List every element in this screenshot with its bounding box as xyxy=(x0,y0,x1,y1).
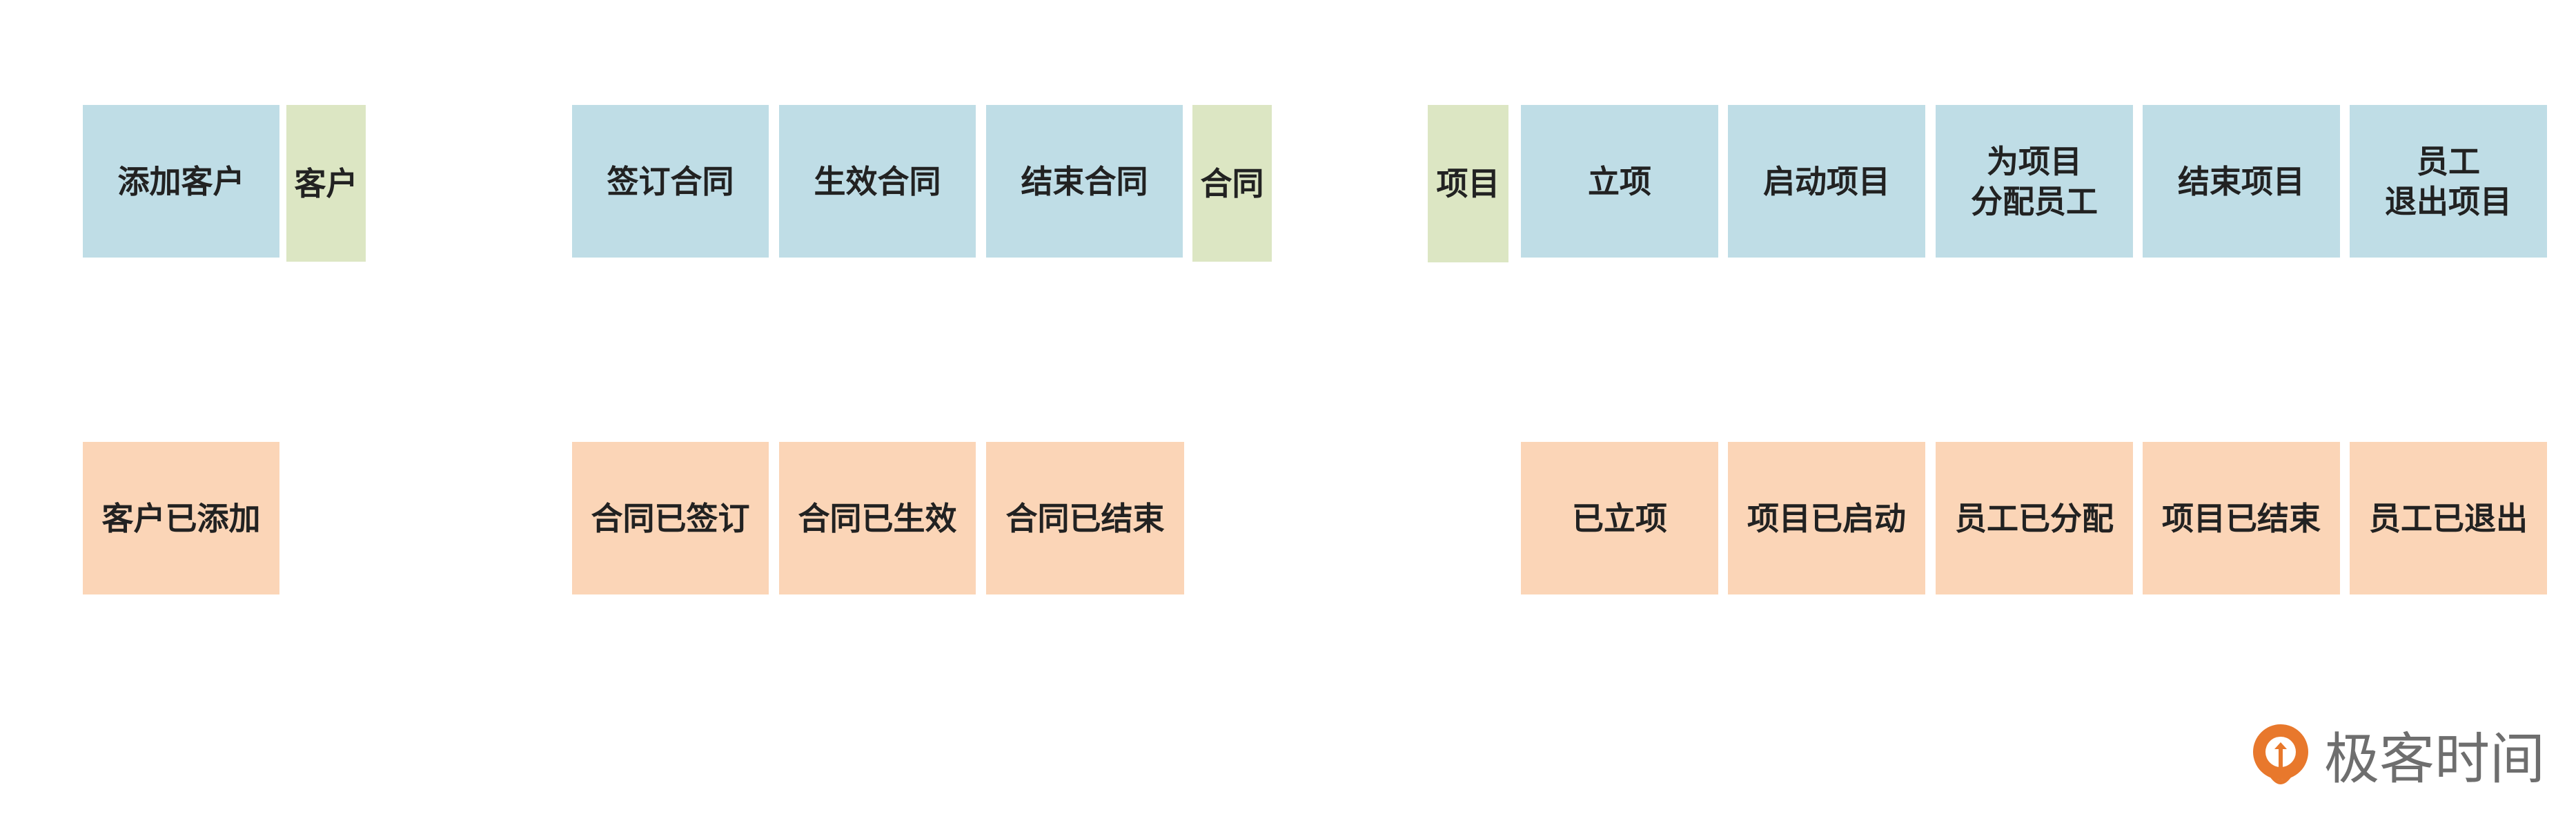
geektime-logo: 极客时间 xyxy=(2248,722,2552,797)
logo-text: 极客时间 xyxy=(2324,727,2545,791)
event-contract-signed: 合同已签订 xyxy=(572,442,769,594)
command-end-contract: 结束合同 xyxy=(986,105,1183,258)
command-employee-exit-project: 员工 退出项目 xyxy=(2350,105,2547,258)
event-contract-effected: 合同已生效 xyxy=(779,442,976,594)
command-assign-employee: 为项目 分配员工 xyxy=(1936,105,2133,258)
event-project-started: 项目已启动 xyxy=(1728,442,1925,594)
geektime-logo-icon xyxy=(2253,724,2308,784)
event-employee-assigned: 员工已分配 xyxy=(1936,442,2133,594)
command-establish-project: 立项 xyxy=(1521,105,1718,258)
event-contract-ended: 合同已结束 xyxy=(986,442,1184,594)
command-effect-contract: 生效合同 xyxy=(779,105,976,258)
command-add-customer: 添加客户 xyxy=(83,105,279,258)
event-project-ended: 项目已结束 xyxy=(2143,442,2340,594)
command-start-project: 启动项目 xyxy=(1728,105,1925,258)
event-project-established: 已立项 xyxy=(1521,442,1718,594)
aggregate-customer: 客户 xyxy=(286,105,366,262)
command-sign-contract: 签订合同 xyxy=(572,105,769,258)
aggregate-contract: 合同 xyxy=(1192,105,1272,262)
event-employee-exited: 员工已退出 xyxy=(2350,442,2547,594)
aggregate-project: 项目 xyxy=(1428,105,1508,262)
event-customer-added: 客户已添加 xyxy=(83,442,279,594)
command-end-project: 结束项目 xyxy=(2143,105,2340,258)
